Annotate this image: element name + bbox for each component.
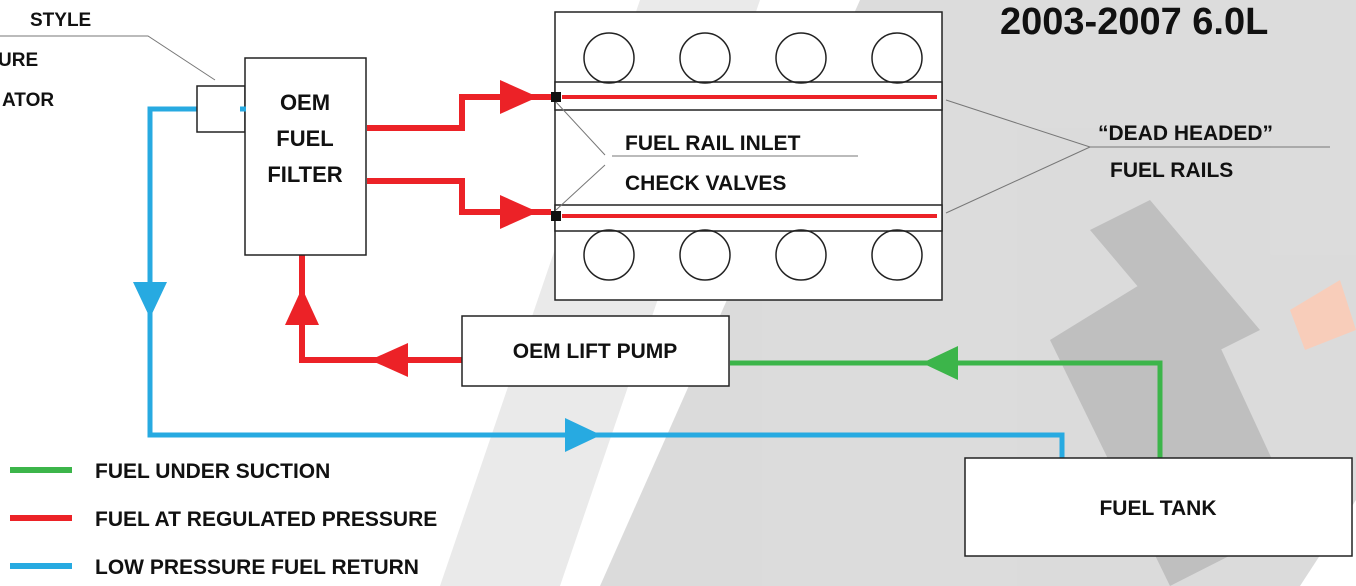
cylinder	[583, 229, 635, 281]
pressure-regulator	[196, 85, 246, 133]
upper-cylinders	[583, 32, 923, 84]
legend-label-pressure: FUEL AT REGULATED PRESSURE	[95, 508, 437, 531]
cylinder	[679, 229, 731, 281]
upper-check-valve	[551, 92, 561, 102]
cylinder	[679, 32, 731, 84]
fuel-tank-label: FUEL TANK	[1099, 497, 1216, 520]
arrow-down-icon	[133, 282, 167, 318]
cylinder	[583, 32, 635, 84]
pressure-line-pump-to-filter	[299, 255, 462, 363]
lower-check-valve	[551, 211, 561, 221]
page-title: 2003-2007 6.0L	[1000, 1, 1268, 43]
oem-lift-pump	[461, 315, 730, 387]
check-valves-label-line-1: FUEL RAIL INLET	[625, 132, 801, 155]
arrow-right-icon	[500, 195, 538, 229]
suction-line	[730, 360, 1163, 458]
cylinder	[871, 32, 923, 84]
cylinder	[775, 32, 827, 84]
filter-label-line-3: FILTER	[267, 162, 342, 187]
filter-label-line-2: FUEL	[276, 126, 333, 151]
arrow-up-icon	[285, 288, 319, 325]
filter-label-line-1: OEM	[280, 90, 330, 115]
watermark-letter-2	[1090, 200, 1260, 360]
oem-fuel-filter	[244, 57, 367, 256]
return-line	[147, 106, 1065, 458]
valve-leader-lower	[555, 164, 606, 211]
check-valves-label-line-2: CHECK VALVES	[625, 172, 786, 195]
valve-leader-upper	[555, 101, 606, 156]
legend-label-return: LOW PRESSURE FUEL RETURN	[95, 556, 419, 579]
cylinder	[871, 229, 923, 281]
fuel-tank	[964, 457, 1353, 557]
arrow-left-icon	[922, 346, 958, 380]
lower-cylinders	[583, 229, 923, 281]
dead-headed-leader-lower	[945, 146, 1091, 214]
dead-headed-label-line-2: FUEL RAILS	[1110, 159, 1233, 182]
regulator-label-line-2: URE	[0, 50, 38, 71]
arrow-left-icon	[370, 343, 408, 377]
legend-label-suction: FUEL UNDER SUCTION	[95, 460, 330, 483]
dead-headed-label-line-1: “DEAD HEADED”	[1098, 122, 1273, 145]
return-arrows	[133, 282, 601, 452]
regulator-label-line-3: ATOR	[2, 90, 54, 111]
regulator-label-line-1: STYLE	[30, 10, 91, 31]
lift-pump-label: OEM LIFT PUMP	[513, 340, 678, 363]
arrow-right-icon	[565, 418, 601, 452]
watermark-accent	[1290, 280, 1356, 350]
arrow-right-icon	[500, 80, 538, 114]
legend: FUEL UNDER SUCTION FUEL AT REGULATED PRE…	[10, 460, 437, 579]
regulator-leader	[0, 35, 216, 81]
cylinder	[775, 229, 827, 281]
pressure-arrows	[285, 80, 538, 377]
leader-lines	[0, 35, 1330, 214]
